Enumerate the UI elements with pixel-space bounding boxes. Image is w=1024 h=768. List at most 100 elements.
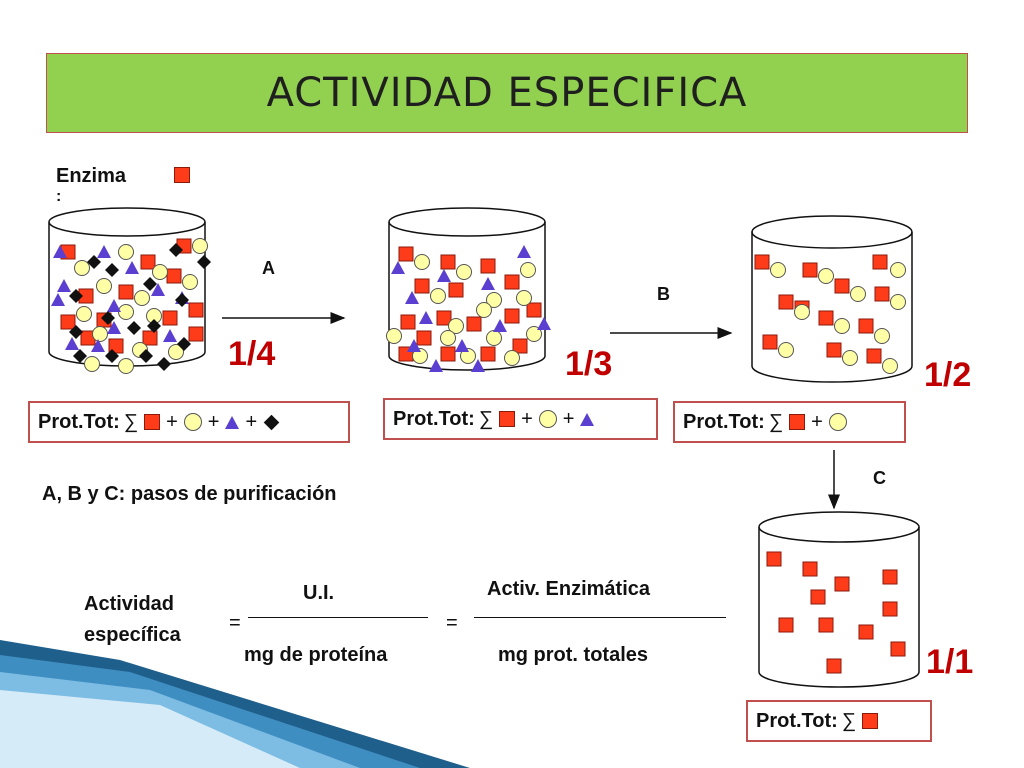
circle-protein-particle — [134, 290, 150, 306]
enzyme-square-particle — [762, 334, 778, 350]
diamond-protein-particle — [101, 311, 115, 325]
circle-protein-particle — [818, 268, 834, 284]
triangle-protein-icon — [225, 415, 240, 429]
enzyme-square-particle — [834, 576, 850, 592]
triangle-protein-particle — [391, 261, 405, 274]
formula-lhs-line2: específica — [84, 624, 181, 646]
circle-protein-particle — [778, 342, 794, 358]
plus-sign: + — [166, 410, 178, 433]
step-a-label: A — [262, 258, 275, 278]
circle-protein-particle — [84, 356, 100, 372]
enzyme-square-particle — [400, 314, 416, 330]
enzyme-square-particle — [188, 302, 204, 318]
triangle-protein-particle — [517, 245, 531, 258]
circle-protein-particle — [486, 292, 502, 308]
prot-tot-label: Prot.Tot: — [393, 407, 475, 430]
enzyme-label-colon: : — [56, 188, 62, 205]
circle-protein-particle — [74, 260, 90, 276]
circle-protein-particle — [152, 264, 168, 280]
triangle-protein-particle — [419, 311, 433, 324]
enzyme-square-particle — [118, 284, 134, 300]
enzyme-square-icon — [789, 414, 806, 430]
diamond-protein-particle — [157, 357, 171, 371]
prot-tot-box-3: Prot.Tot: ∑ + — [673, 401, 906, 443]
circle-protein-particle — [412, 348, 428, 364]
enzyme-square-particle — [778, 617, 794, 633]
triangle-protein-particle — [455, 339, 469, 352]
triangle-protein-particle — [493, 319, 507, 332]
fraction-3: 1/2 — [924, 356, 972, 394]
enzyme-square-particle — [188, 326, 204, 342]
enzyme-square-particle — [754, 254, 770, 270]
diamond-protein-particle — [139, 349, 153, 363]
enzyme-square-particle — [818, 617, 834, 633]
formula-lhs-line1: Actividad — [84, 593, 175, 615]
diamond-protein-particle — [105, 263, 119, 277]
circle-protein-particle — [430, 288, 446, 304]
prot-tot-box-4: Prot.Tot: ∑ — [746, 700, 932, 742]
enzyme-square-particle — [166, 268, 182, 284]
enzyme-square-icon — [144, 414, 161, 430]
enzyme-square-particle — [810, 589, 826, 605]
diamond-protein-particle — [127, 321, 141, 335]
fraction-1: 1/4 — [228, 335, 276, 373]
enzyme-square-particle — [858, 624, 874, 640]
circle-protein-particle — [460, 348, 476, 364]
circle-protein-particle — [476, 302, 492, 318]
circle-protein-particle — [118, 244, 134, 260]
prot-tot-label: Prot.Tot: — [683, 410, 765, 433]
enzyme-square-particle — [834, 278, 850, 294]
plus-sign: + — [245, 410, 258, 433]
fraction2-denominator: mg prot. totales — [498, 644, 649, 666]
triangle-protein-particle — [57, 279, 71, 292]
triangle-protein-particle — [437, 269, 451, 282]
enzyme-square-particle — [504, 274, 520, 290]
fraction1-numerator: U.I. — [303, 582, 335, 604]
circle-protein-particle — [526, 326, 542, 342]
circle-protein-particle — [504, 350, 520, 366]
enzyme-square-particle — [826, 658, 842, 674]
enzyme-square-particle — [436, 310, 452, 326]
circle-protein-particle — [520, 262, 536, 278]
enzyme-square-particle — [866, 348, 882, 364]
fraction-4: 1/1 — [926, 643, 974, 681]
enzyme-square-particle — [802, 262, 818, 278]
enzyme-square-particle — [480, 258, 496, 274]
triangle-protein-particle — [407, 339, 421, 352]
enzyme-square-particle — [818, 310, 834, 326]
diamond-protein-particle — [147, 319, 161, 333]
triangle-protein-particle — [481, 277, 495, 290]
fraction1-bar — [248, 617, 428, 618]
triangle-protein-particle — [429, 359, 443, 372]
slide-title: ACTIVIDAD ESPECIFICA — [266, 70, 748, 116]
enzyme-square-particle — [826, 342, 842, 358]
plus-sign: + — [521, 407, 533, 430]
enzyme-square-particle — [858, 318, 874, 334]
triangle-protein-particle — [107, 299, 121, 312]
beaker-4 — [758, 511, 920, 688]
enzyme-square-particle — [890, 641, 906, 657]
circle-protein-icon — [183, 413, 202, 431]
particles — [51, 238, 906, 674]
circle-protein-particle — [770, 262, 786, 278]
enzyme-square-icon — [499, 411, 516, 427]
diamond-protein-particle — [143, 277, 157, 291]
fraction1-denominator: mg de proteína — [244, 644, 388, 666]
fraction2-numerator: Activ. Enzimática — [487, 578, 651, 600]
diamond-protein-particle — [169, 243, 183, 257]
circle-protein-particle — [842, 350, 858, 366]
prot-tot-box-1: Prot.Tot: ∑ + + + — [28, 401, 350, 443]
circle-protein-particle — [440, 330, 456, 346]
plus-sign: + — [562, 407, 575, 430]
sigma-symbol: ∑ — [478, 407, 494, 430]
enzyme-square-particle — [162, 310, 178, 326]
fraction-2: 1/3 — [565, 345, 613, 383]
triangle-protein-particle — [65, 337, 79, 350]
diamond-protein-particle — [73, 349, 87, 363]
circle-protein-particle — [794, 304, 810, 320]
equals-sign-1: = — [229, 612, 241, 634]
enzyme-square-icon — [862, 713, 879, 729]
enzyme-square-particle — [398, 246, 414, 262]
